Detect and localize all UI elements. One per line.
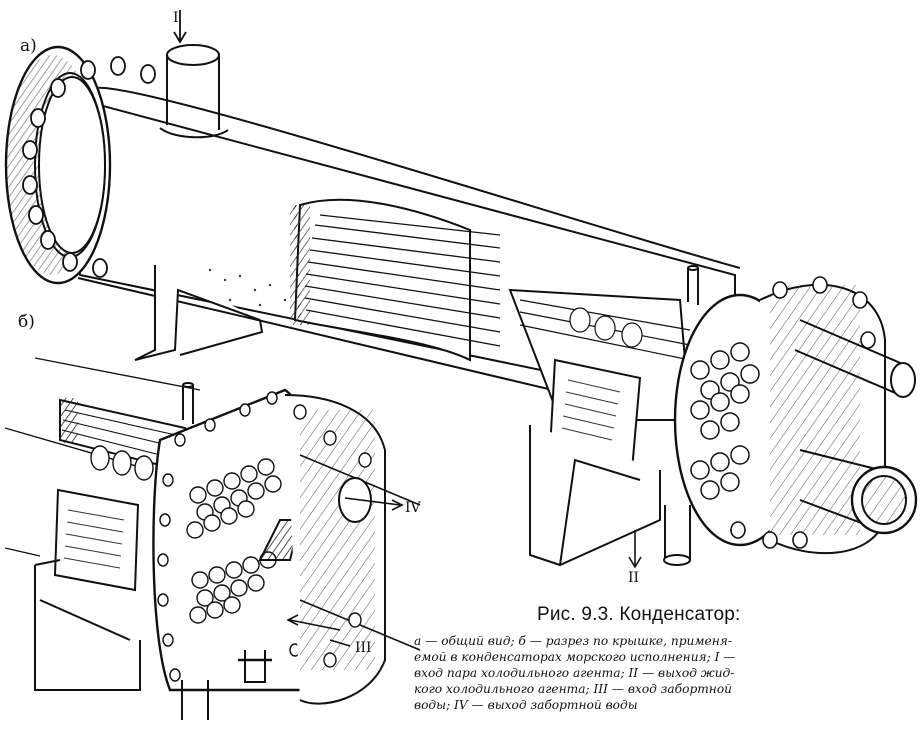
caption-line: кого холодильного агента; III — вход заб… <box>414 682 733 696</box>
flange-bolt-holes <box>22 56 156 278</box>
panel-label-a: а) <box>20 36 37 56</box>
flow-label-II: II <box>628 570 640 586</box>
tube-bundle <box>304 214 501 347</box>
flow-label-IV: IV <box>405 500 421 516</box>
caption-line: емой в конденсаторах морского исполнения… <box>414 650 736 664</box>
general-view-a <box>4 10 918 569</box>
caption-line: а — общий вид; б — разрез по крышке, при… <box>414 634 732 648</box>
flow-label-I: I <box>173 10 179 26</box>
figure-caption-text: а — общий вид; б — разрез по крышке, при… <box>414 633 922 713</box>
cover-section-view-b <box>4 357 421 720</box>
panel-label-b: б) <box>18 312 35 332</box>
figure-caption-title: Рис. 9.3. Конденсатор: <box>537 604 741 625</box>
tube-sheet-holes-a <box>690 342 760 500</box>
flow-label-III: III <box>355 640 372 656</box>
caption-line: воды; IV — выход забортной воды <box>414 698 638 712</box>
caption-line: вход пара холодильного агента; II — выхо… <box>414 666 735 680</box>
